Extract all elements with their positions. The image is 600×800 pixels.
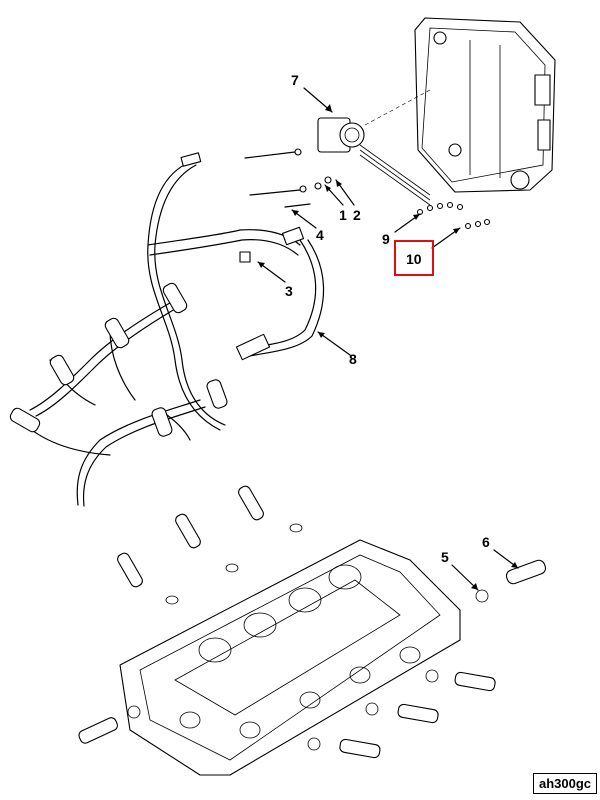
cylinder-head-housing	[119, 539, 461, 776]
callout-8: 8	[349, 351, 357, 367]
callout-1: 1	[339, 207, 347, 223]
callout-2: 2	[353, 207, 361, 223]
figure-id-label: ah300gc	[533, 773, 598, 794]
callout-5: 5	[441, 549, 449, 565]
callout-4: 4	[316, 227, 324, 243]
callout-6: 6	[482, 534, 490, 550]
connector-assembly	[317, 89, 431, 206]
ecm-module	[414, 17, 556, 193]
plug-components	[78, 485, 547, 759]
callout-10: 10	[406, 251, 422, 267]
callout-3: 3	[285, 283, 293, 299]
leader-lines	[257, 87, 519, 591]
mounting-bolts	[244, 148, 491, 230]
callout-10-highlight-box	[394, 240, 434, 276]
harness-plug-connectors	[9, 282, 228, 437]
callout-7: 7	[291, 72, 299, 88]
o-rings	[127, 523, 489, 751]
wiring-harness	[19, 152, 325, 507]
harness-clamp-bolt	[239, 251, 251, 263]
callout-9: 9	[382, 231, 390, 247]
